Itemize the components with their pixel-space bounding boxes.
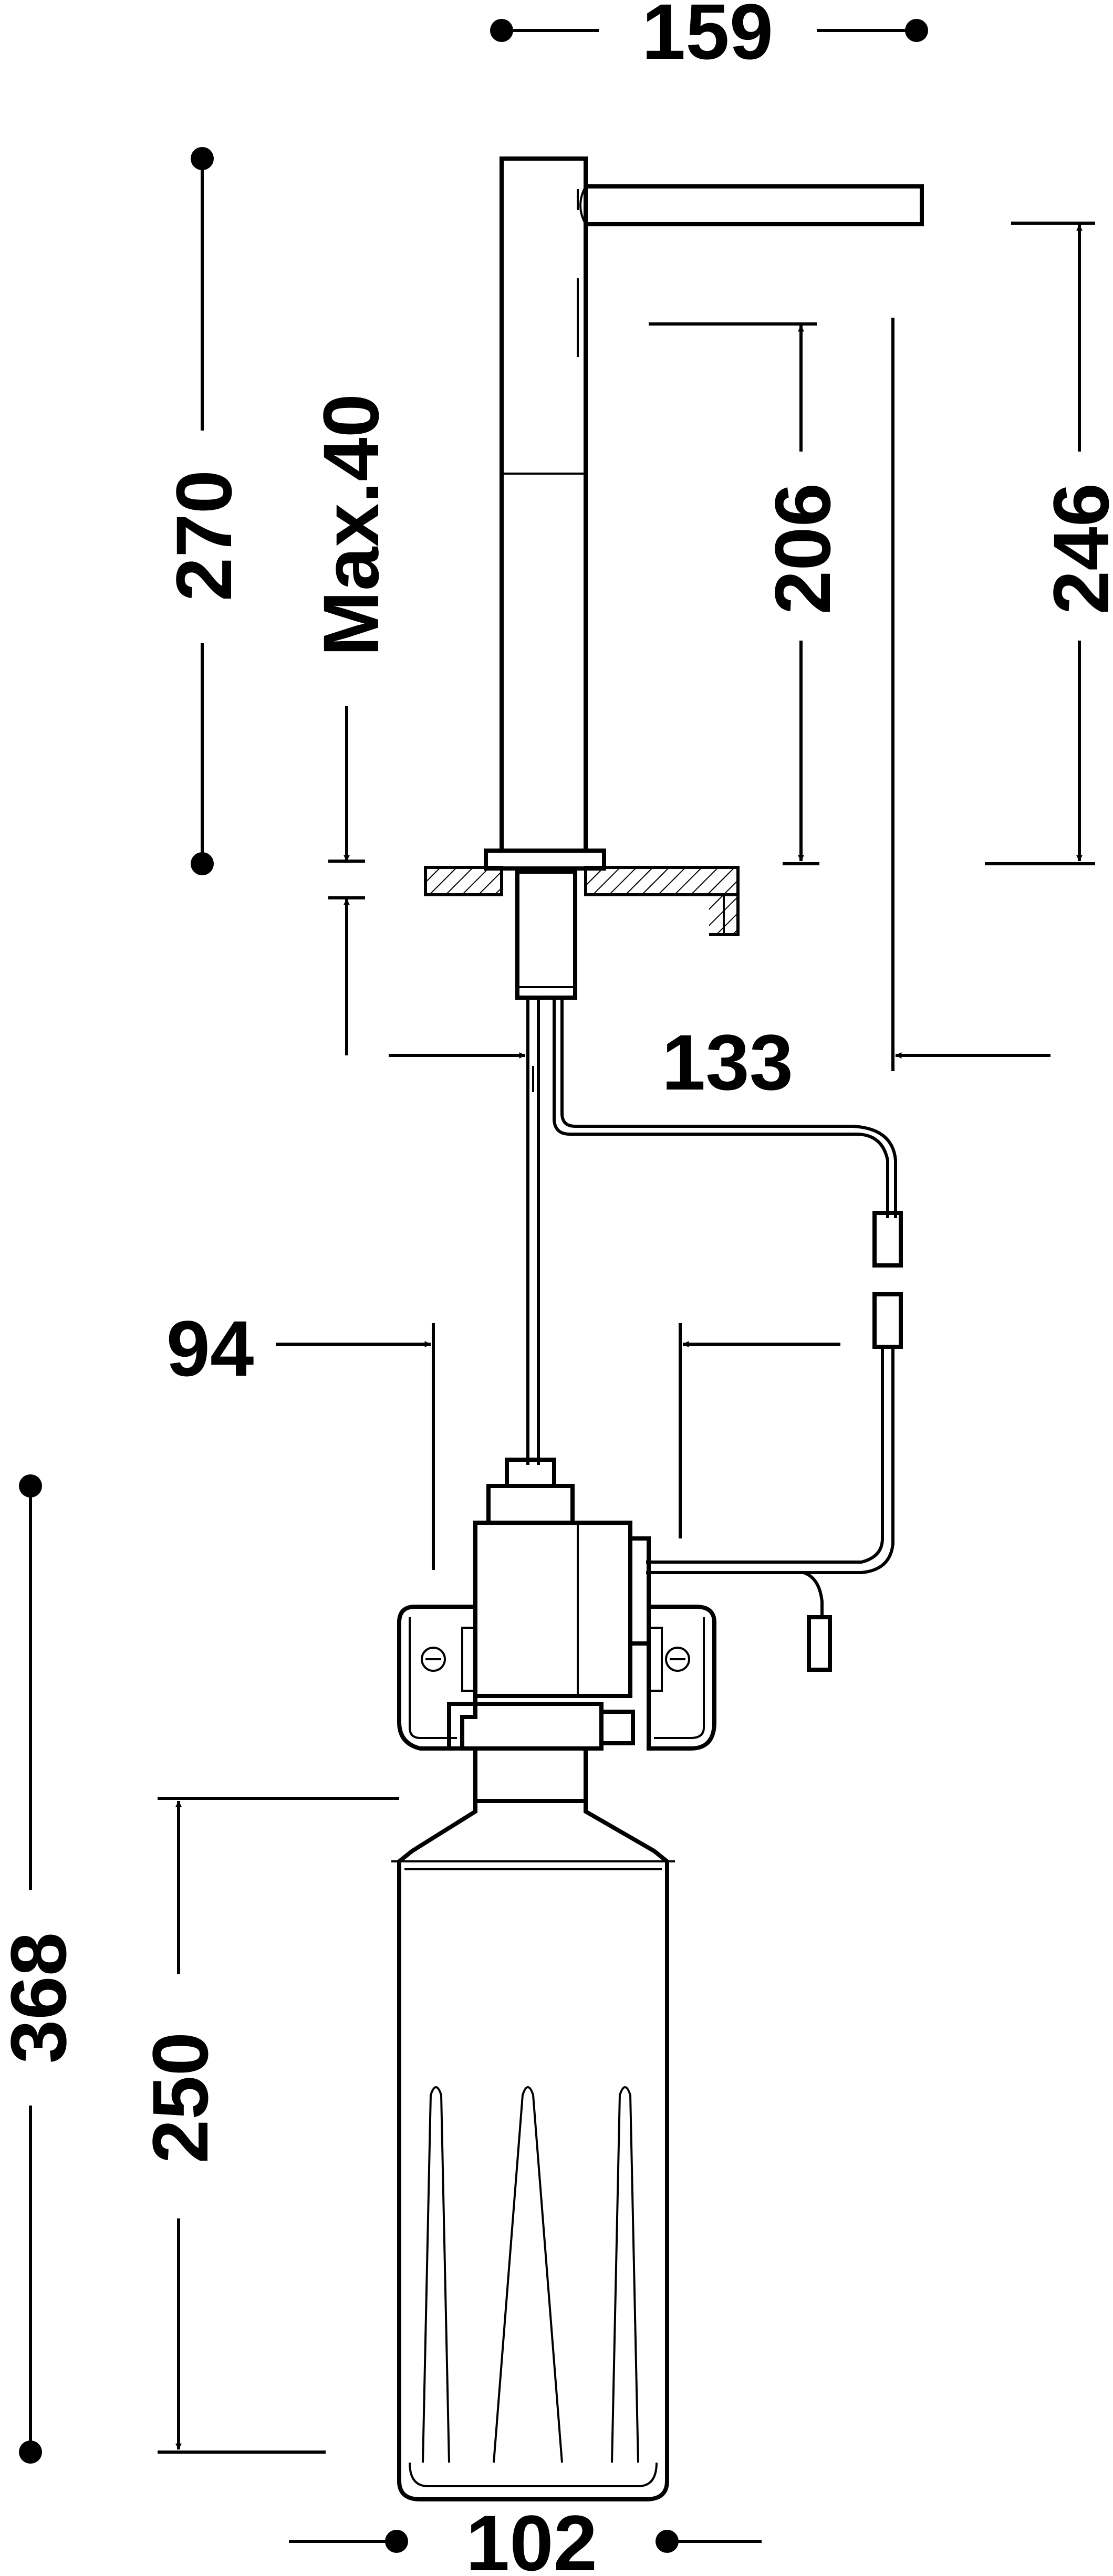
dimension-width-top: 159 xyxy=(490,0,928,76)
dimension-label-max40: Max.40 xyxy=(307,394,395,656)
dimension-bottle-assembly-height: 368 xyxy=(0,1474,82,2464)
dimension-label-246: 246 xyxy=(1037,483,1113,614)
dimension-label-250: 250 xyxy=(136,2032,224,2163)
pump-assembly xyxy=(397,1458,832,1803)
dimension-bottle-diameter: 102 xyxy=(289,2499,762,2576)
soap-bottle xyxy=(391,1801,675,2501)
dimension-total-height: 270 xyxy=(160,147,248,875)
dimension-bottle-height: 250 xyxy=(136,1797,399,2454)
supply-tube xyxy=(526,998,540,1465)
faucet-column xyxy=(500,156,588,853)
faucet-spout xyxy=(579,184,924,226)
dimension-label-368: 368 xyxy=(0,1932,82,2064)
dimension-spout-reach: 133 xyxy=(389,318,1050,1106)
dimension-pump-offset: 94 xyxy=(167,1304,840,1570)
dimension-max-thickness: Max.40 xyxy=(307,394,395,1055)
dimension-label-94: 94 xyxy=(167,1304,254,1392)
faucet-base-flange xyxy=(484,849,606,871)
dimension-spout-height: 206 xyxy=(649,322,847,865)
dimension-label-102: 102 xyxy=(466,2499,597,2576)
dimension-label-270: 270 xyxy=(160,470,248,601)
dimension-label-206: 206 xyxy=(758,483,847,614)
dimension-label-133: 133 xyxy=(662,1018,793,1106)
dimension-spout-clearance: 246 xyxy=(985,222,1113,865)
faucet-shank xyxy=(515,870,577,1000)
sensor-cable xyxy=(553,998,903,1574)
dimension-label-159: 159 xyxy=(642,0,773,76)
countertop xyxy=(424,866,740,936)
